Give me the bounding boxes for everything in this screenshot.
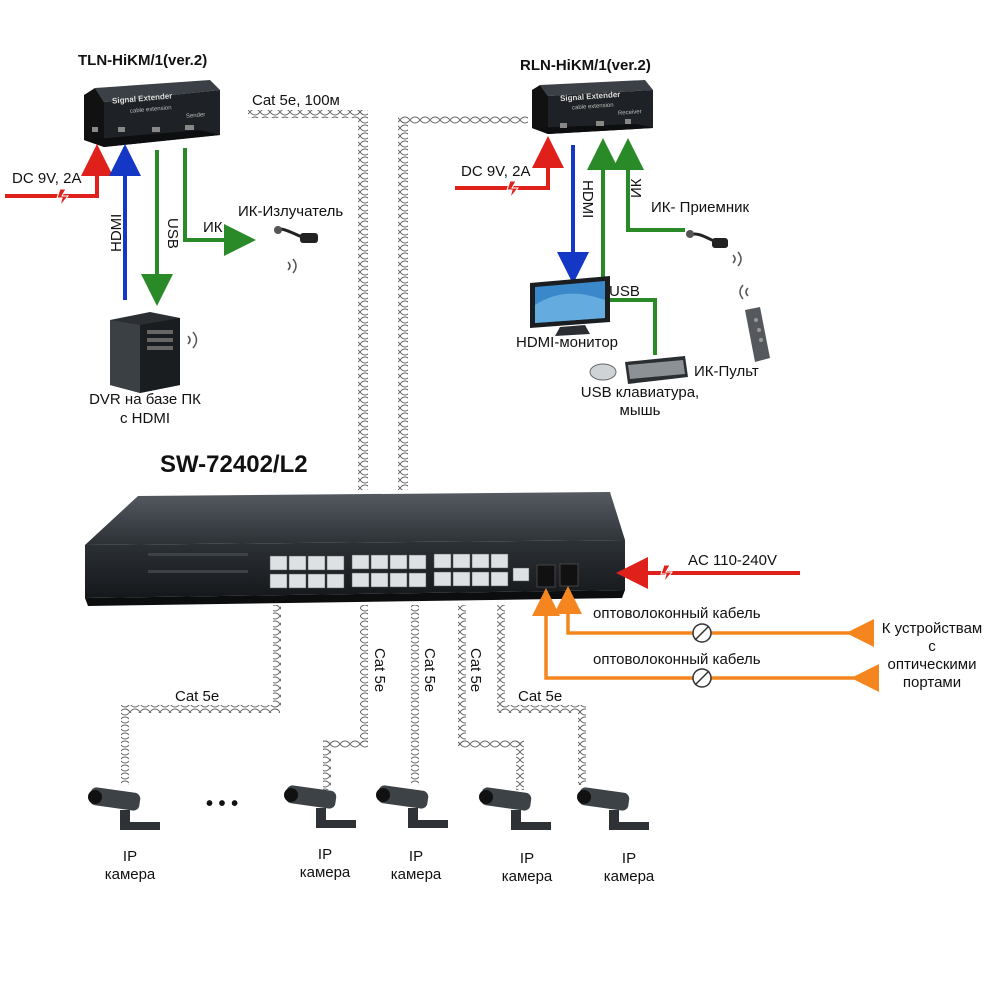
right-power-arrow <box>455 136 564 199</box>
monitor-icon <box>530 276 610 336</box>
right-usb-arrow <box>587 138 657 355</box>
ir-emitter-label: ИК-Излучатель <box>238 203 344 220</box>
ip-camera-2-icon <box>284 785 356 828</box>
camera-4-label-line2: камера <box>501 868 553 885</box>
fiber-label-2: оптоволоконный кабель <box>593 651 761 668</box>
camera-cables <box>121 605 586 790</box>
ac-power-label: AC 110-240V <box>688 552 777 569</box>
left-power-arrow <box>5 144 113 207</box>
fiber-cable-2 <box>532 588 879 692</box>
transmitter-device <box>84 80 220 147</box>
cable-label-4: Cat 5e <box>467 648 484 693</box>
switch-title: SW-72402/L2 <box>160 451 308 478</box>
dvr-label-line1: DVR на базе ПК <box>89 391 201 408</box>
monitor-label: HDMI-монитор <box>516 334 619 351</box>
fiber-label-1: оптоволоконный кабель <box>593 605 761 622</box>
cable-label-3: Cat 5e <box>421 648 438 693</box>
receiver-receiver-label: Receiver <box>617 109 642 117</box>
camera-2-label-line1: IP <box>317 846 333 863</box>
camera-3-label-line1: IP <box>408 848 424 865</box>
camera-3-label-line2: камера <box>390 866 442 883</box>
switch-ports <box>269 553 530 589</box>
destination-label-line2: с <box>928 638 936 655</box>
left-hdmi-label: HDMI <box>108 213 125 252</box>
dvr-pc-icon <box>110 312 198 393</box>
right-hdmi-label: HDMI <box>579 180 596 219</box>
receiver-extender-sublabel: cable extension <box>571 102 614 112</box>
cable-label-5: Cat 5e <box>518 688 563 705</box>
cat5e-100m-label: Cat 5e, 100м <box>252 92 340 109</box>
ac-power-arrow <box>616 557 800 589</box>
camera-5-label-line1: IP <box>621 850 637 867</box>
transmitter-title: TLN-HiKM/1(ver.2) <box>78 52 208 69</box>
receiver-title: RLN-HiKM/1(ver.2) <box>520 57 651 74</box>
camera-1-label-line1: IP <box>122 848 138 865</box>
camera-5-label-line2: камера <box>603 868 655 885</box>
more-cameras-ellipsis: • • • <box>206 793 239 815</box>
destination-label-line3: оптическими <box>887 656 977 673</box>
switch-device <box>85 492 625 606</box>
cat5e-link-cable <box>248 110 528 490</box>
keyboard-mouse-icon <box>589 356 688 384</box>
cable-label-2: Cat 5e <box>371 648 388 693</box>
left-usb-label: USB <box>164 218 181 249</box>
cable-label-1: Cat 5e <box>175 688 220 705</box>
camera-4-label-line1: IP <box>519 850 535 867</box>
ip-camera-1-icon <box>88 787 160 830</box>
ir-remote-icon <box>739 284 770 362</box>
transmitter-extender-sublabel: cable extension <box>129 105 172 115</box>
right-ir-arrow <box>612 138 685 232</box>
receiver-device <box>532 80 653 134</box>
ir-receiver-icon <box>686 230 742 267</box>
ip-camera-4-icon <box>479 787 551 830</box>
camera-2-label-line2: камера <box>299 864 351 881</box>
right-power-label: DC 9V, 2A <box>461 163 531 180</box>
dvr-label-line2: с HDMI <box>120 410 170 427</box>
ip-camera-5-icon <box>577 787 649 830</box>
keyboard-label-line1: USB клавиатура, <box>580 384 700 401</box>
keyboard-label-line2: мышь <box>619 402 661 419</box>
ir-remote-label: ИК-Пульт <box>694 363 759 380</box>
camera-1-label-line2: камера <box>104 866 156 883</box>
right-ir-label: ИК <box>628 178 645 198</box>
transmitter-sender-label: Sender <box>185 112 206 120</box>
ir-receiver-label: ИК- Приемник <box>651 199 750 216</box>
left-power-label: DC 9V, 2A <box>12 170 82 187</box>
destination-label-line1: К устройствам <box>881 620 983 637</box>
destination-label-line4: портами <box>902 674 962 691</box>
left-ir-arrow <box>183 148 256 256</box>
left-ir-label: ИК <box>203 219 223 236</box>
right-usb-label: USB <box>609 283 640 300</box>
ip-camera-3-icon <box>376 785 448 828</box>
ir-emitter-icon <box>274 226 318 274</box>
